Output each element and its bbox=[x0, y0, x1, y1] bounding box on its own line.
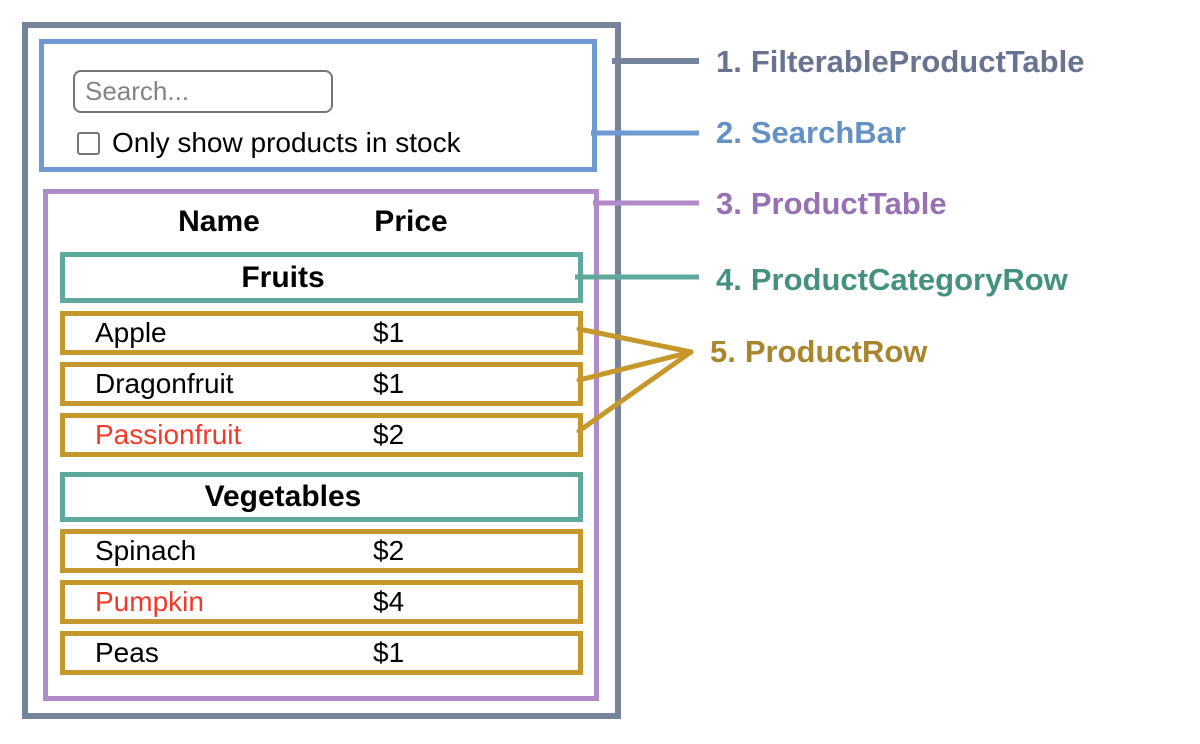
category-label: Vegetables bbox=[204, 480, 362, 513]
legend-item-product-row: 5.ProductRow bbox=[710, 334, 927, 370]
legend-number: 3. bbox=[716, 186, 742, 221]
legend-label: ProductTable bbox=[750, 186, 947, 221]
legend-item-filterable-product-table: 1.FilterableProductTable bbox=[716, 44, 1084, 80]
product-name: Passionfruit bbox=[95, 419, 242, 450]
in-stock-checkbox-label: Only show products in stock bbox=[112, 127, 461, 158]
in-stock-checkbox[interactable] bbox=[77, 132, 100, 155]
search-input[interactable] bbox=[73, 70, 333, 113]
product-row-apple: Apple $1 bbox=[60, 311, 583, 355]
category-label: Fruits bbox=[241, 260, 325, 294]
product-name: Pumpkin bbox=[95, 586, 204, 617]
legend-number: 2. bbox=[716, 115, 742, 150]
legend-label: ProductRow bbox=[744, 334, 928, 369]
product-price: $4 bbox=[373, 586, 405, 617]
product-name: Dragonfruit bbox=[95, 368, 234, 399]
column-header-price: Price bbox=[374, 205, 448, 238]
product-row-peas: Peas $1 bbox=[60, 631, 583, 675]
product-name: Peas bbox=[95, 637, 159, 668]
product-row-spinach: Spinach $2 bbox=[60, 529, 583, 573]
search-bar-box bbox=[39, 39, 597, 172]
legend-label: FilterableProductTable bbox=[750, 44, 1085, 79]
product-row-pumpkin: Pumpkin $4 bbox=[60, 580, 583, 624]
legend-label: SearchBar bbox=[750, 115, 906, 150]
product-name: Apple bbox=[95, 317, 167, 348]
product-row-passionfruit: Passionfruit $2 bbox=[60, 413, 583, 457]
legend-item-search-bar: 2.SearchBar bbox=[716, 115, 906, 151]
product-table-box bbox=[43, 189, 599, 701]
product-price: $1 bbox=[373, 637, 405, 668]
product-row-dragonfruit: Dragonfruit $1 bbox=[60, 362, 583, 406]
legend-item-product-table: 3.ProductTable bbox=[716, 186, 947, 222]
product-price: $2 bbox=[373, 535, 405, 566]
legend-number: 4. bbox=[716, 262, 742, 297]
category-row-fruits: Fruits bbox=[60, 252, 583, 303]
legend-label: ProductCategoryRow bbox=[750, 262, 1068, 297]
category-row-vegetables: Vegetables bbox=[60, 472, 583, 522]
product-price: $1 bbox=[373, 368, 405, 399]
product-price: $1 bbox=[373, 317, 405, 348]
legend-number: 5. bbox=[710, 334, 736, 369]
product-name: Spinach bbox=[95, 535, 197, 566]
legend-item-product-category-row: 4.ProductCategoryRow bbox=[716, 262, 1068, 298]
product-price: $2 bbox=[373, 419, 405, 450]
legend-number: 1. bbox=[716, 44, 742, 79]
column-header-name: Name bbox=[178, 205, 260, 238]
